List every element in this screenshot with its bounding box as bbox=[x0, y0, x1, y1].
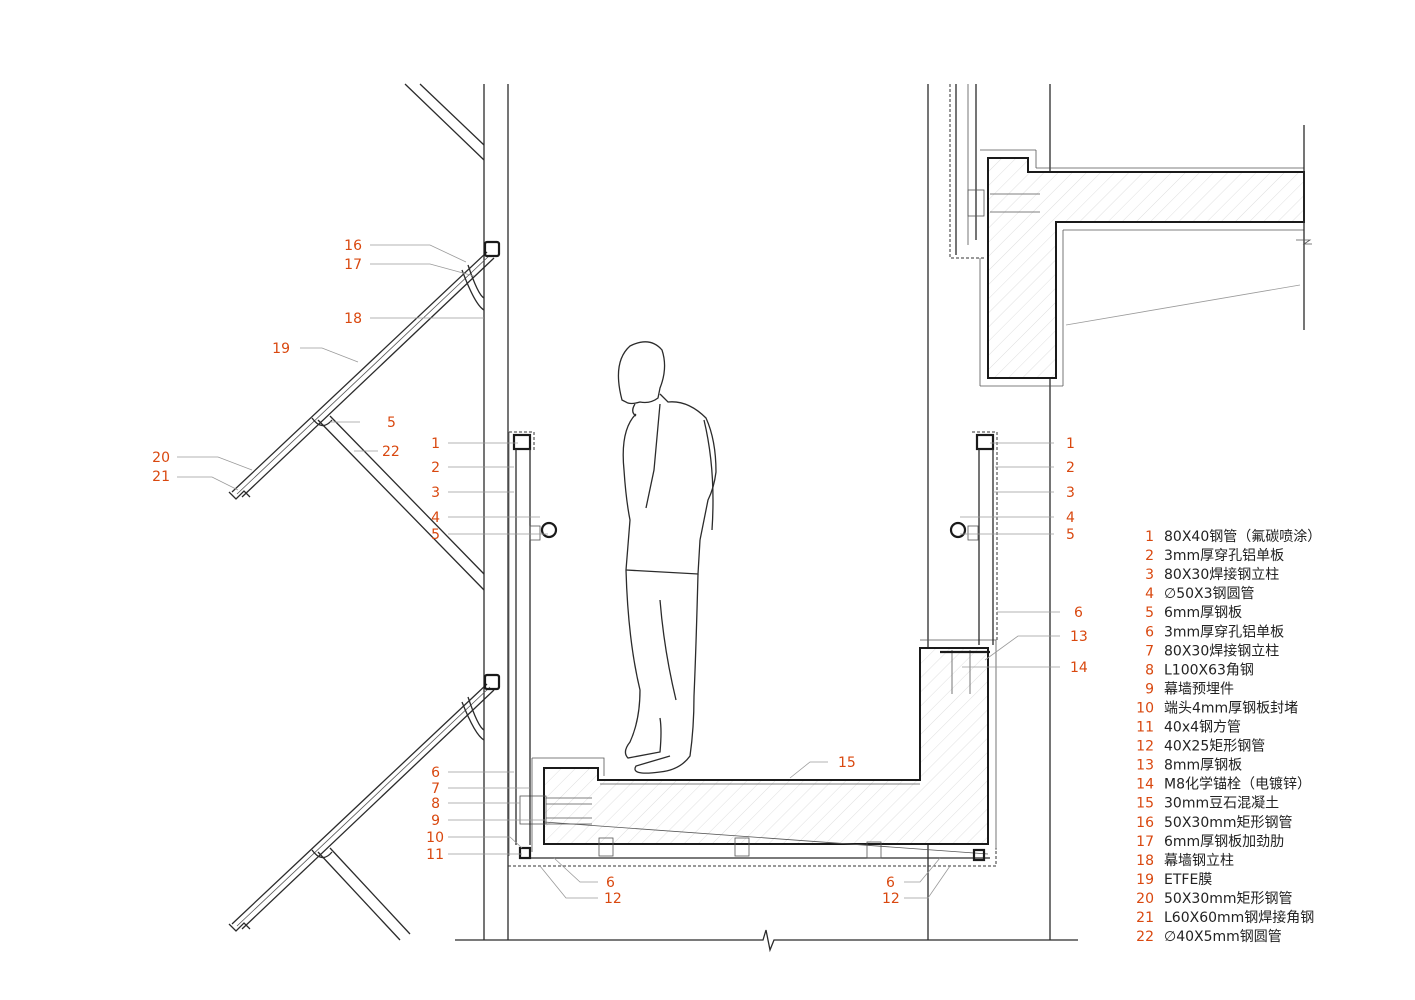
callout-17: 17 bbox=[344, 257, 362, 273]
callouts-bottom: 6 12 6 12 15 bbox=[604, 755, 900, 907]
legend-number: 20 bbox=[1136, 891, 1154, 907]
legend-number: 8 bbox=[1145, 662, 1154, 678]
callout-16: 16 bbox=[344, 238, 362, 254]
leader-lines bbox=[177, 244, 1060, 899]
legend-text: 3mm厚穿孔铝单板 bbox=[1164, 624, 1284, 640]
legend-text: 40x4钢方管 bbox=[1164, 720, 1241, 736]
legend-number: 19 bbox=[1136, 872, 1154, 888]
legend-text: 幕墙预埋件 bbox=[1164, 681, 1234, 697]
callout-2-left: 2 bbox=[431, 460, 440, 476]
legend-number: 18 bbox=[1136, 853, 1154, 869]
callout-13: 13 bbox=[1070, 629, 1088, 645]
ground-line bbox=[455, 929, 1078, 953]
legend-number: 21 bbox=[1136, 910, 1154, 926]
callout-15: 15 bbox=[838, 755, 856, 771]
callout-8: 8 bbox=[431, 796, 440, 812]
callout-20: 20 bbox=[152, 450, 170, 466]
callout-6-bottom-right: 6 bbox=[886, 875, 895, 891]
legend-number: 17 bbox=[1136, 834, 1154, 850]
legend-text: 80X30焊接钢立柱 bbox=[1164, 642, 1279, 659]
callout-5-right: 5 bbox=[1066, 527, 1075, 543]
callout-6-left: 6 bbox=[431, 765, 440, 781]
callout-3-right: 3 bbox=[1066, 485, 1075, 501]
callout-1-left: 1 bbox=[431, 436, 440, 452]
legend-text: ∅50X3钢圆管 bbox=[1164, 586, 1255, 602]
right-balustrade bbox=[949, 431, 998, 645]
callout-11: 11 bbox=[426, 847, 444, 863]
callout-5-left: 5 bbox=[387, 415, 396, 431]
legend-text: 30mm豆石混凝土 bbox=[1164, 796, 1279, 812]
legend-number: 5 bbox=[1145, 605, 1154, 621]
human-figure bbox=[617, 341, 717, 774]
legend-text: ETFE膜 bbox=[1164, 872, 1212, 888]
legend: 1 80X40钢管（氟碳喷涂） 2 3mm厚穿孔铝单板 3 80X30焊接钢立柱 4 ∅50X… bbox=[1136, 529, 1321, 945]
legend-text: 80X40钢管（氟碳喷涂） bbox=[1164, 529, 1321, 545]
callout-18: 18 bbox=[344, 311, 362, 327]
legend-number: 6 bbox=[1145, 624, 1154, 640]
legend-text: L100X63角钢 bbox=[1164, 662, 1254, 678]
callout-3-left: 3 bbox=[431, 485, 440, 501]
callout-2-right: 2 bbox=[1066, 460, 1075, 476]
legend-text: 80X30焊接钢立柱 bbox=[1164, 566, 1279, 583]
legend-number: 22 bbox=[1136, 929, 1154, 945]
balcony-trough bbox=[508, 639, 997, 867]
callout-12-bottom-left: 12 bbox=[604, 891, 622, 907]
legend-text: L60X60mm钢焊接角钢 bbox=[1164, 909, 1314, 926]
callout-12-bottom-right: 12 bbox=[882, 891, 900, 907]
legend-text: ∅40X5mm钢圆管 bbox=[1164, 929, 1282, 945]
legend-number: 10 bbox=[1136, 700, 1154, 716]
legend-text: 幕墙钢立柱 bbox=[1164, 853, 1234, 869]
callout-4-left: 4 bbox=[431, 510, 440, 526]
legend-text: 50X30mm矩形钢管 bbox=[1164, 815, 1293, 831]
upper-right-slab bbox=[949, 84, 1312, 387]
callout-21: 21 bbox=[152, 469, 170, 485]
legend-number: 4 bbox=[1145, 586, 1154, 602]
callout-22: 22 bbox=[382, 444, 400, 460]
legend-number: 14 bbox=[1136, 777, 1154, 793]
callout-10: 10 bbox=[426, 830, 444, 846]
legend-text: 8mm厚钢板 bbox=[1164, 758, 1242, 774]
legend-text: 6mm厚钢板加劲肋 bbox=[1164, 834, 1284, 850]
left-balustrade bbox=[508, 431, 558, 856]
callout-7: 7 bbox=[431, 781, 440, 797]
callout-5-center: 5 bbox=[431, 527, 440, 543]
callout-1-right: 1 bbox=[1066, 436, 1075, 452]
callout-9: 9 bbox=[431, 813, 440, 829]
legend-number: 12 bbox=[1136, 739, 1154, 755]
callout-14: 14 bbox=[1070, 660, 1088, 676]
legend-number: 9 bbox=[1145, 681, 1154, 697]
legend-number: 3 bbox=[1145, 567, 1154, 583]
legend-number: 11 bbox=[1136, 720, 1154, 736]
legend-text: 6mm厚钢板 bbox=[1164, 605, 1242, 621]
callout-6-bottom-left: 6 bbox=[606, 875, 615, 891]
legend-number: 15 bbox=[1136, 796, 1154, 812]
legend-number: 16 bbox=[1136, 815, 1154, 831]
legend-number: 13 bbox=[1136, 758, 1154, 774]
legend-text: M8化学锚栓（电镀锌） bbox=[1164, 776, 1311, 793]
legend-text: 40X25矩形钢管 bbox=[1164, 739, 1265, 755]
legend-text: 端头4mm厚钢板封堵 bbox=[1164, 700, 1298, 716]
legend-text: 50X30mm矩形钢管 bbox=[1164, 891, 1293, 907]
legend-number: 1 bbox=[1145, 529, 1154, 545]
legend-number: 2 bbox=[1145, 548, 1154, 564]
legend-text: 3mm厚穿孔铝单板 bbox=[1164, 548, 1284, 564]
callout-4-right: 4 bbox=[1066, 510, 1075, 526]
callout-6-right: 6 bbox=[1074, 605, 1083, 621]
callouts-right: 1 2 3 4 5 6 13 14 bbox=[1066, 436, 1088, 676]
callout-19: 19 bbox=[272, 341, 290, 357]
legend-number: 7 bbox=[1145, 643, 1154, 659]
inclined-facade bbox=[228, 83, 501, 941]
callouts-left: 16 17 18 19 5 22 20 21 bbox=[152, 238, 400, 485]
callouts-center-left: 1 2 3 4 5 6 7 8 9 10 11 bbox=[426, 436, 444, 863]
